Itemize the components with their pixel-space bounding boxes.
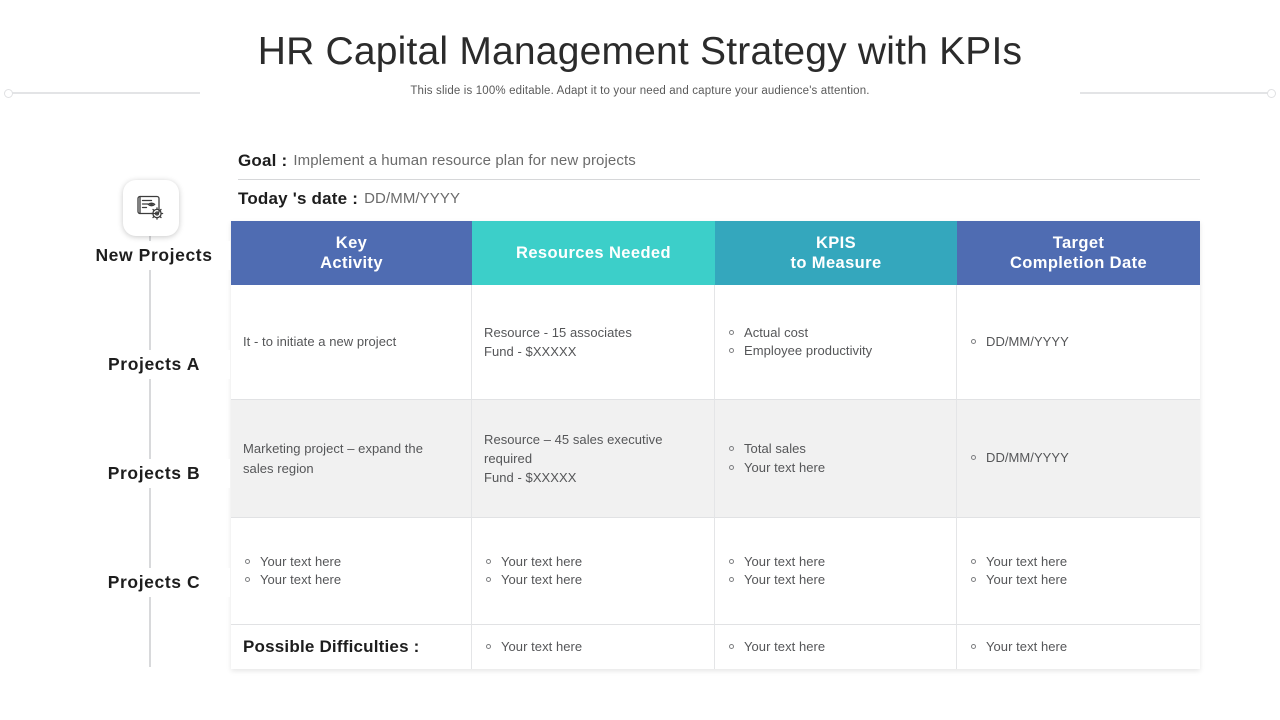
sidebar-item-projects-c[interactable]: Projects C — [78, 568, 230, 597]
table-row: Marketing project – expand the sales regi… — [231, 400, 1200, 518]
table-column-header-line: KPIS — [815, 233, 857, 252]
bullet-list: Your text here — [484, 638, 702, 656]
sidebar-item-projects-a[interactable]: Projects A — [78, 350, 230, 379]
date-row: Today 's date : DD/MM/YYYY — [238, 180, 1200, 217]
table-column-header-line: to Measure — [790, 254, 882, 272]
table-row: It - to initiate a new project Resource -… — [231, 285, 1200, 400]
list-item: Your text here — [243, 571, 459, 589]
cell-text: Resource - 15 associates — [484, 324, 632, 340]
list-item: Total sales — [727, 440, 944, 458]
cell-text: Marketing project – expand the — [243, 441, 423, 457]
list-item: Your text here — [969, 571, 1188, 589]
slide-header: HR Capital Management Strategy with KPIs… — [0, 0, 1280, 115]
table-cell: Possible Difficulties : — [231, 625, 472, 669]
list-item: Your text here — [969, 638, 1188, 656]
table-column-header-line: Resources Needed — [516, 243, 671, 262]
cell-text: Resource – 45 sales executive — [484, 431, 663, 447]
list-item: Actual cost — [727, 324, 944, 342]
project-rail: New Projects Projects A Projects B Proje… — [78, 175, 230, 675]
list-item: Your text here — [969, 553, 1188, 571]
goal-value: Implement a human resource plan for new … — [293, 152, 636, 169]
meta-block: Goal : Implement a human resource plan f… — [238, 142, 1200, 217]
list-item: Your text here — [243, 553, 459, 571]
sidebar-item-projects-b[interactable]: Projects B — [78, 459, 230, 488]
decorative-line-right — [1080, 92, 1272, 94]
decorative-dot-right — [1267, 89, 1276, 98]
table-cell: DD/MM/YYYY — [957, 400, 1200, 518]
cell-heading: Possible Difficulties : — [243, 637, 420, 656]
list-item: Your text here — [727, 638, 944, 656]
list-item: DD/MM/YYYY — [969, 333, 1188, 351]
cell-text: It - to initiate a new project — [243, 334, 397, 350]
table-body: It - to initiate a new project Resource -… — [231, 285, 1200, 669]
table-row: Possible Difficulties : Your text here You… — [231, 625, 1200, 669]
list-item: Employee productivity — [727, 342, 944, 360]
table-cell: Your text here — [957, 625, 1200, 669]
table-column-header-line: Key — [335, 233, 368, 252]
date-value: DD/MM/YYYY — [364, 190, 461, 207]
list-item: Your text here — [484, 571, 702, 589]
page-subtitle: This slide is 100% editable. Adapt it to… — [410, 85, 870, 97]
table-column-header: Resources Needed — [472, 221, 715, 285]
bullet-list: DD/MM/YYYY — [969, 333, 1188, 351]
list-item: Your text here — [727, 459, 944, 477]
goal-label: Goal : — [238, 150, 288, 170]
cell-text: sales region — [243, 460, 314, 476]
table-column-header-line: Completion Date — [1009, 254, 1148, 272]
cell-text: Fund - $XXXXX — [484, 344, 577, 359]
bullet-list: DD/MM/YYYY — [969, 449, 1188, 467]
list-item: Your text here — [727, 553, 944, 571]
list-item: Your text here — [727, 571, 944, 589]
table-column-header-line: Target — [1052, 233, 1105, 252]
table-cell: DD/MM/YYYY — [957, 285, 1200, 400]
table-cell: Your text here — [715, 625, 957, 669]
page-title: HR Capital Management Strategy with KPIs — [257, 30, 1023, 73]
bullet-list: Your text here — [969, 638, 1188, 656]
table-cell: Your text here — [472, 625, 715, 669]
decorative-line-left — [8, 92, 200, 94]
cell-text: required — [484, 450, 533, 466]
table-column-header: KPIS to Measure — [715, 221, 957, 285]
rail-connector-line — [149, 227, 151, 667]
list-item: Your text here — [484, 638, 702, 656]
list-item: DD/MM/YYYY — [969, 449, 1188, 467]
table-cell: Marketing project – expand the sales regi… — [231, 400, 472, 518]
date-label: Today 's date : — [238, 188, 359, 208]
goal-row: Goal : Implement a human resource plan f… — [238, 142, 1200, 180]
cell-text: Fund - $XXXXX — [484, 470, 577, 486]
decorative-dot-left — [4, 89, 13, 98]
table-column-header-line: Activity — [320, 254, 383, 272]
document-gear-icon — [123, 180, 179, 236]
list-item: Your text here — [484, 553, 702, 571]
bullet-list: Your text here — [727, 638, 944, 656]
sidebar-item-new-projects[interactable]: New Projects — [78, 241, 230, 270]
table-cell: It - to initiate a new project — [231, 285, 472, 400]
